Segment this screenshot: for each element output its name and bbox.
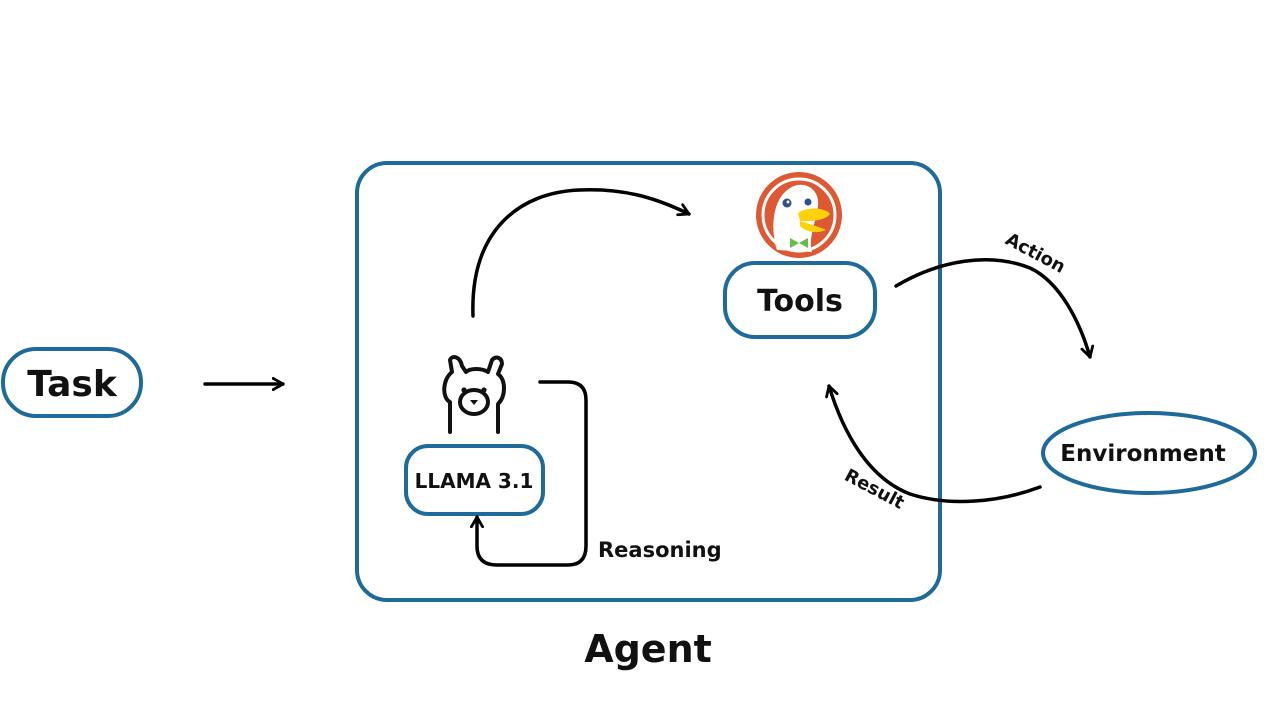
environment-node: Environment xyxy=(1041,411,1257,495)
reasoning-label: Reasoning xyxy=(598,538,722,562)
duckduckgo-logo xyxy=(756,172,842,258)
task-label: Task xyxy=(27,364,118,405)
llama-icon xyxy=(442,355,506,434)
tools-node: Tools xyxy=(723,261,877,339)
llm-to-tools-arrow xyxy=(471,188,691,318)
result-arrow xyxy=(825,384,1042,504)
llm-label: LLAMA 3.1 xyxy=(415,469,534,493)
tools-label: Tools xyxy=(757,284,843,319)
environment-label: Environment xyxy=(1060,441,1225,467)
agent-label: Agent xyxy=(584,627,712,671)
reasoning-loop-arrow xyxy=(470,380,588,567)
action-arrow xyxy=(894,258,1095,359)
agent-container xyxy=(355,161,942,602)
task-node: Task xyxy=(1,347,143,418)
llm-node: LLAMA 3.1 xyxy=(404,444,545,516)
